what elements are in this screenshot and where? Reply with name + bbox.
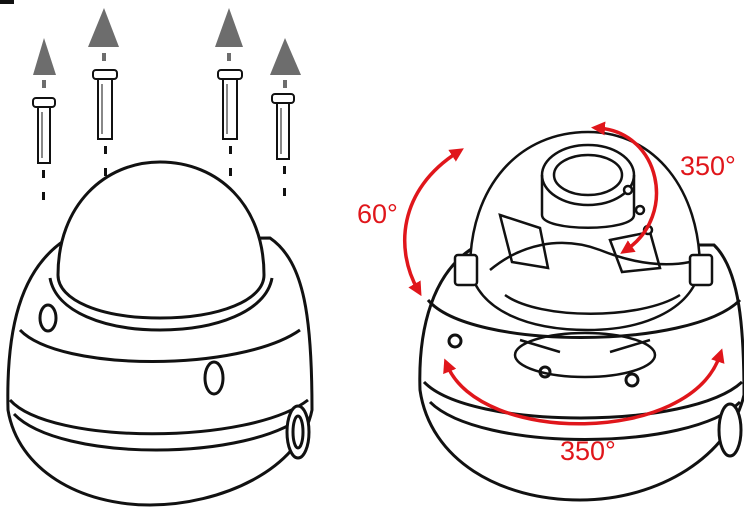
rotation-arrow-icon — [402, 148, 464, 297]
up-arrow-icon — [33, 38, 56, 75]
screw-icon — [32, 97, 56, 164]
up-arrow-icon — [215, 8, 243, 47]
up-arrow-icon — [88, 8, 119, 47]
rotate-angle-label: 350° — [680, 151, 736, 181]
pan-angle-label: 350° — [560, 436, 616, 466]
rotation-arrow-icon — [443, 348, 725, 426]
screw-icon — [271, 93, 295, 160]
rotation-arrows — [402, 121, 725, 426]
rotation-arrow-icon — [591, 121, 659, 254]
up-arrow-icon — [270, 38, 301, 75]
tilt-angle-label: 60° — [357, 199, 398, 229]
screw-icon — [217, 69, 243, 140]
dome-cover-icon — [6, 160, 314, 507]
screws — [32, 69, 295, 200]
title-fragment — [0, 0, 14, 4]
screw-icon — [92, 69, 118, 140]
removal-arrows — [33, 8, 301, 88]
